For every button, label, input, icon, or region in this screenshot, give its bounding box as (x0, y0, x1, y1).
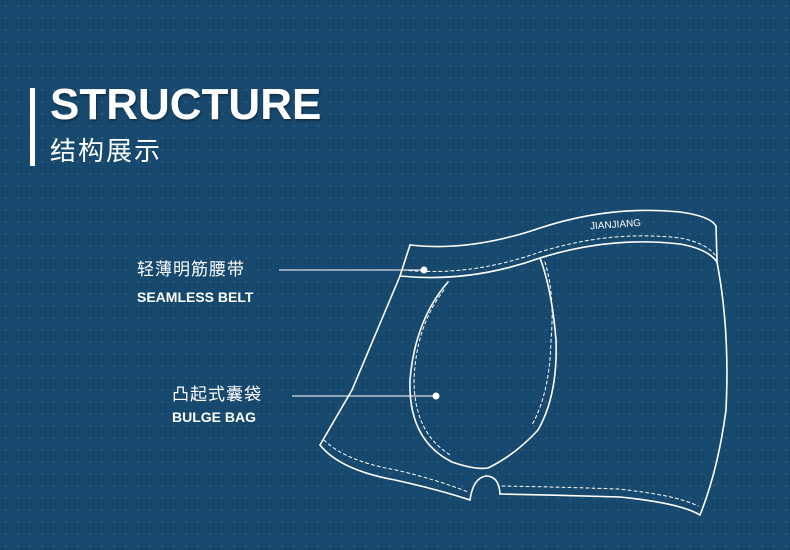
left-leg-opening (319, 444, 471, 501)
waistband-brand-text: JIANJIANG (590, 218, 642, 233)
left-side-outline (319, 275, 401, 446)
right-leg-opening (499, 493, 701, 516)
callout-bag-label-en: BULGE BAG (172, 409, 256, 425)
belt-callout-dot (420, 266, 428, 274)
callout-bag-label-cn: 凸起式囊袋 (172, 385, 262, 405)
left-hem-stitch (323, 439, 469, 493)
waistband-left-edge (399, 244, 411, 277)
callout-belt-label-cn: 轻薄明筋腰带 (137, 260, 245, 280)
right-side-outline (699, 261, 728, 516)
waistband-stitch (402, 235, 716, 272)
callout-belt-label-en: SEAMLESS BELT (137, 289, 254, 305)
waistband-top-edge (409, 209, 717, 248)
waistband-right-edge (715, 225, 718, 263)
right-hem-stitch (501, 485, 699, 507)
crotch-curve (469, 475, 501, 501)
pouch-right-stitch-line (531, 261, 553, 426)
bag-callout-dot (432, 392, 440, 400)
heading-accent-bar (30, 88, 35, 166)
section-subtitle: 结构展示 (50, 137, 163, 167)
bulge-pouch-outline (409, 257, 557, 470)
waistband-bottom-edge (399, 241, 718, 279)
pouch-stitch-line (413, 289, 453, 457)
section-title: STRUCTURE (50, 80, 322, 129)
